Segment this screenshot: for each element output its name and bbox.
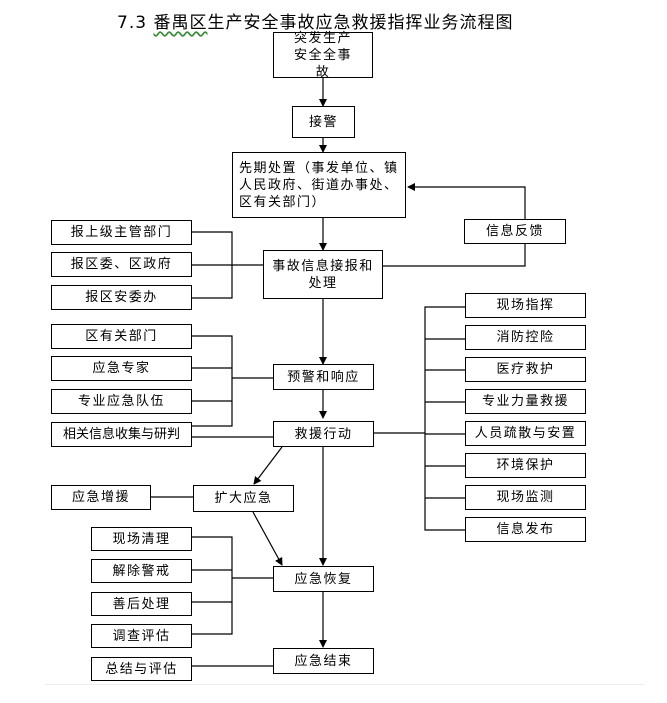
report-target-box: 报区委、区政府	[51, 252, 192, 277]
recovery-box: 应急恢复	[273, 566, 374, 592]
arrow-expand-to-recovery	[252, 511, 283, 566]
title-text: 生产安全事故应急救援指挥业务流程图	[207, 13, 514, 33]
recovery-task-box: 善后处理	[91, 592, 192, 616]
expand-response-box: 扩大应急	[193, 485, 294, 512]
rescue-task-box: 专业力量救援	[465, 389, 586, 414]
rescue-action-box: 救援行动	[273, 421, 374, 447]
title-district: 番禺区	[153, 13, 208, 33]
receive-alarm-box: 接警	[292, 106, 355, 138]
feedback-arrow	[407, 183, 526, 219]
warning-input-box: 专业应急队伍	[51, 389, 192, 414]
end-task-box: 总结与评估	[91, 657, 192, 681]
warning-input-box: 区有关部门	[51, 324, 192, 349]
report-target-box: 报上级主管部门	[51, 220, 192, 245]
arrow-rescue-to-expand	[253, 446, 283, 485]
initial-response-box: 先期处置（事发单位、镇人民政府、街道办事处、区有关部门）	[232, 152, 406, 218]
info-report-box: 事故信息接报和处理	[263, 250, 383, 299]
warning-input-box: 应急专家	[51, 356, 192, 381]
recovery-task-box: 解除警戒	[91, 559, 192, 583]
rescue-task-box: 现场监测	[465, 485, 586, 510]
diagram-title: 7.3 番禺区生产安全事故应急救援指挥业务流程图	[117, 8, 513, 33]
feedback-loop	[383, 244, 526, 267]
title-number: 7.3	[117, 13, 154, 33]
warning-response-box: 预警和响应	[273, 364, 374, 390]
report-target-box: 报区安委办	[51, 285, 192, 310]
rescue-task-box: 现场指挥	[465, 293, 586, 318]
page-divider	[45, 684, 645, 685]
rescue-task-box: 环境保护	[465, 453, 586, 478]
rescue-task-box: 消防控险	[465, 325, 586, 350]
recovery-task-box: 现场清理	[91, 527, 192, 551]
warning-input-box: 相关信息收集与研判	[51, 422, 192, 447]
rescue-task-box: 医疗救护	[465, 357, 586, 382]
end-box: 应急结束	[273, 648, 374, 674]
rescue-task-box: 人员疏散与安置	[465, 421, 586, 446]
recovery-task-box: 调查评估	[91, 624, 192, 648]
feedback-box: 信息反馈	[464, 219, 566, 244]
rescue-task-box: 信息发布	[465, 517, 586, 542]
incident-box: 突发生产安全全事故	[273, 31, 373, 80]
reinforcement-box: 应急增援	[51, 485, 151, 510]
